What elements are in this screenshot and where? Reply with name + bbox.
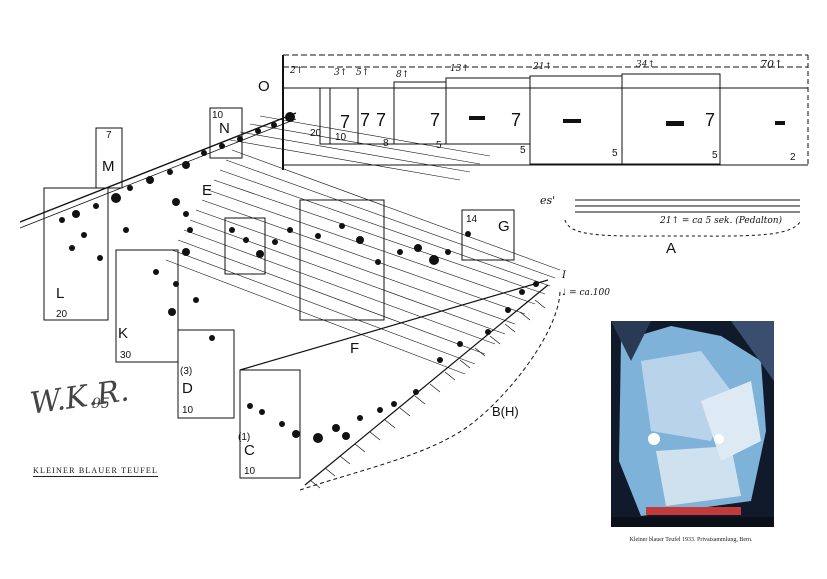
box-C xyxy=(239,369,301,479)
pedal-annotation: 21↑ = ca 5 sek. (Pedalton) xyxy=(660,216,783,226)
box-E-inner xyxy=(224,217,266,275)
label-E: E xyxy=(202,182,213,199)
num-d3: (3) xyxy=(180,366,193,377)
num-C: 10 xyxy=(244,466,256,477)
num-box-5c: 5 xyxy=(612,148,618,159)
box-M xyxy=(95,127,123,189)
num-c1: (1) xyxy=(238,432,251,443)
marker-3: 3↑ xyxy=(334,68,348,78)
rest-glyph: 7 xyxy=(705,110,716,130)
num-D: 10 xyxy=(182,405,194,416)
box-K xyxy=(115,249,179,363)
rest-glyph: 7 xyxy=(360,110,371,130)
marker-70: 70↑ xyxy=(760,58,784,71)
bottom-diag xyxy=(304,284,549,486)
box-1 xyxy=(319,87,331,145)
rest-glyph: 7 xyxy=(430,110,441,130)
box-F-upper xyxy=(299,199,385,321)
rest-glyph: 7 xyxy=(340,112,351,132)
num-M: 7 xyxy=(106,130,112,141)
score-title: KLEINER BLAUER TEUFEL xyxy=(33,466,159,477)
num-box-5d: 5 xyxy=(712,150,718,161)
label-I: I xyxy=(562,270,566,281)
num-box-8: 8 xyxy=(383,138,389,149)
label-N: N xyxy=(219,120,230,137)
tempo-marking: ♩ = ca.100 xyxy=(562,288,610,298)
bracket-A xyxy=(564,219,801,237)
num-K: 30 xyxy=(120,350,132,361)
lower-staff xyxy=(239,279,549,371)
box-7 xyxy=(621,73,721,165)
num-box-2: 2 xyxy=(790,152,796,163)
label-C: C xyxy=(244,442,255,459)
label-es: es' xyxy=(540,194,556,207)
noteheads xyxy=(59,112,785,443)
num-L: 20 xyxy=(56,309,68,320)
label-A: A xyxy=(666,240,677,257)
marker-34: 34↑ xyxy=(636,60,655,70)
contour-B xyxy=(299,289,561,491)
label-G: G xyxy=(498,218,510,235)
num-box-10: 10 xyxy=(335,132,347,143)
marker-5: 5↑ xyxy=(356,68,370,78)
marker-13: 13↑ xyxy=(450,64,469,74)
rest-glyph: 7 xyxy=(376,110,387,130)
painting-caption: Kleiner blauer Teufel 1933. Privatsammlu… xyxy=(629,537,753,543)
label-F: F xyxy=(350,340,360,357)
signature-year: 95 xyxy=(92,396,110,412)
painting-reproduction xyxy=(611,321,774,527)
box-L xyxy=(43,187,109,321)
box-N xyxy=(209,107,243,159)
box-G xyxy=(461,209,515,261)
bottom-hatch xyxy=(309,299,546,489)
label-K: K xyxy=(118,325,129,342)
rest-glyph: 7 xyxy=(511,110,522,130)
label-L: L xyxy=(56,285,65,302)
box-D xyxy=(177,329,235,419)
marker-2: 2↑ xyxy=(290,66,304,76)
diagonal-staff xyxy=(19,112,297,229)
num-G: 14 xyxy=(466,214,478,225)
label-D: D xyxy=(182,380,193,397)
marker-21: 21↑ xyxy=(533,62,552,72)
label-B: B(H) xyxy=(492,404,519,419)
hatch-lines xyxy=(165,115,561,375)
num-N: 10 xyxy=(212,110,224,121)
marker-8: 8↑ xyxy=(396,70,410,80)
label-O: O xyxy=(258,78,270,95)
num-box-20: 20 xyxy=(310,128,322,139)
num-box-5b: 5 xyxy=(520,145,526,156)
num-box-5a: 5 xyxy=(436,140,442,151)
label-M: M xyxy=(102,158,115,175)
